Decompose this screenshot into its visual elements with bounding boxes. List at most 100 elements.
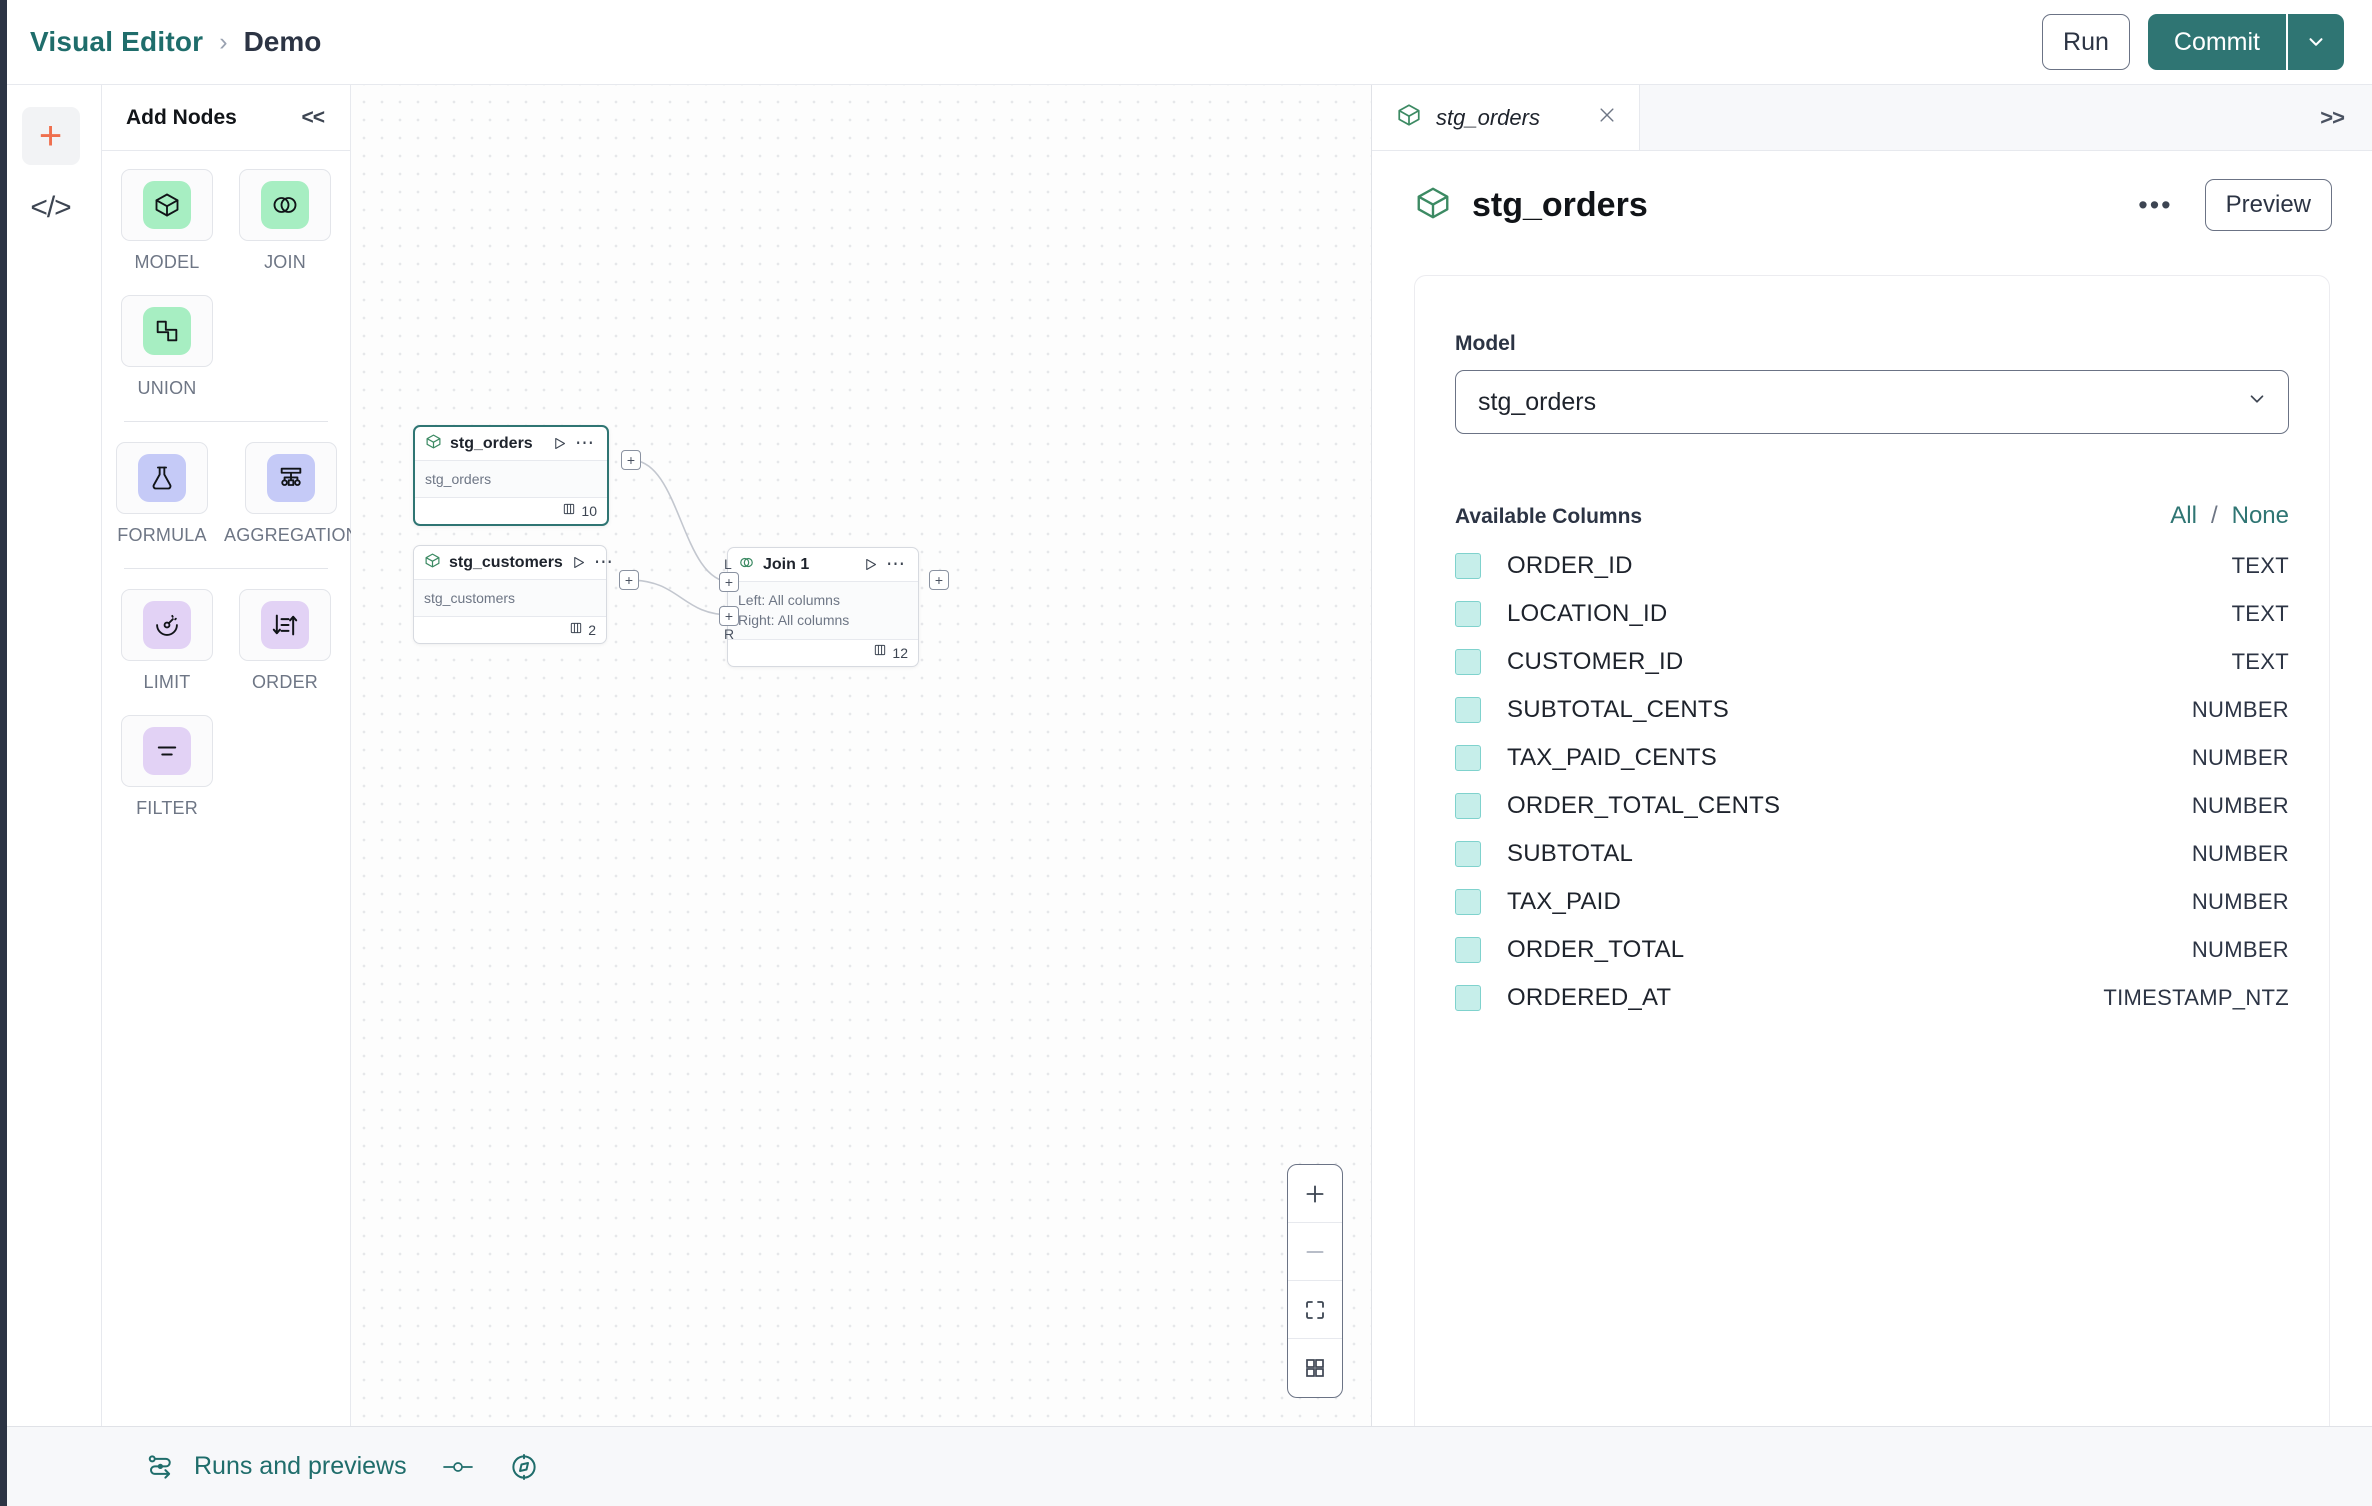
run-node-icon[interactable] [571, 555, 586, 570]
collapse-panel-icon[interactable]: << [301, 105, 325, 129]
cube-icon [424, 552, 441, 574]
palette-node-filter-tile[interactable] [121, 715, 213, 787]
output-port-stg-orders[interactable]: + [621, 450, 641, 470]
close-icon[interactable] [1597, 105, 1617, 131]
code-view-rail-button[interactable]: </> [22, 179, 80, 237]
runs-icon [146, 1452, 176, 1482]
column-checkbox[interactable] [1455, 937, 1481, 963]
join-input-port-right[interactable]: + [719, 606, 739, 626]
palette-node-order-tile[interactable] [239, 589, 331, 661]
palette-node-model-tile[interactable] [121, 169, 213, 241]
preview-button[interactable]: Preview [2204, 179, 2332, 231]
inspector-tab-spacer [1640, 85, 2320, 150]
run-node-icon[interactable] [863, 557, 878, 572]
canvas-node-column-count: 10 [581, 503, 597, 520]
palette-node-model[interactable]: MODEL [116, 169, 218, 291]
palette-node-limit[interactable]: LIMIT [116, 589, 218, 711]
column-checkbox[interactable] [1455, 889, 1481, 915]
column-type: NUMBER [2191, 841, 2289, 866]
canvas-node-stg-orders[interactable]: stg_orders ⋯ stg_orders 10 [413, 425, 609, 527]
palette-node-aggregation-label: AGGREGATION [224, 525, 359, 545]
column-name: TAX_PAID [1507, 888, 1622, 915]
node-menu-icon[interactable]: ⋯ [886, 553, 906, 575]
palette-node-union-tile[interactable] [121, 295, 213, 367]
compass-button[interactable] [509, 1452, 539, 1482]
palette-node-aggregation[interactable]: AGGREGATION [224, 442, 359, 564]
output-port-stg-customers[interactable]: + [619, 570, 639, 590]
edges-layer [628, 459, 732, 616]
column-checkbox[interactable] [1455, 841, 1481, 867]
canvas-node-stg-customers[interactable]: stg_customers ⋯ stg_customers 2 [413, 545, 613, 645]
union-icon [143, 307, 191, 355]
join-output-port[interactable]: + [929, 570, 949, 590]
palette-node-join-tile[interactable] [239, 169, 331, 241]
main-body: + </> Add Nodes << [0, 85, 2372, 1426]
limit-icon [143, 601, 191, 649]
venn-icon [261, 181, 309, 229]
plus-icon: + [38, 114, 63, 158]
select-none-columns-link[interactable]: None [2231, 502, 2289, 529]
join-input-port-left[interactable]: + [719, 572, 739, 592]
column-checkbox[interactable] [1455, 649, 1481, 675]
column-type: NUMBER [2191, 697, 2289, 722]
breadcrumb-root[interactable]: Visual Editor [30, 26, 204, 57]
model-select[interactable]: stg_orders [1455, 370, 2289, 434]
column-name: ORDER_ID [1507, 552, 1633, 579]
fit-view-icon[interactable] [1288, 1281, 1342, 1339]
column-checkbox[interactable] [1455, 553, 1481, 579]
columns-icon [569, 621, 583, 640]
canvas-node-join-1[interactable]: Join 1 ⋯ Left: All columns Right: All co… [727, 547, 919, 667]
palette-node-union[interactable]: UNION [116, 295, 218, 417]
palette-node-limit-label: LIMIT [143, 672, 191, 692]
palette-node-filter[interactable]: FILTER [116, 715, 218, 837]
run-button[interactable]: Run [2042, 14, 2130, 70]
palette-node-formula[interactable]: FORMULA [116, 442, 208, 564]
flow-canvas[interactable]: stg_orders ⋯ stg_orders 10 + [351, 85, 1372, 1426]
column-type: NUMBER [2191, 937, 2289, 962]
column-type: TEXT [2231, 553, 2289, 578]
palette-node-aggregation-tile[interactable] [245, 442, 338, 514]
column-checkbox[interactable] [1455, 793, 1481, 819]
add-node-rail-button[interactable]: + [21, 107, 80, 165]
inspector-menu-icon[interactable]: ••• [2138, 189, 2173, 220]
inspector-tab-bar: stg_orders >> [1372, 85, 2372, 151]
select-all-columns-link[interactable]: All [2170, 502, 2197, 529]
column-checkbox[interactable] [1455, 601, 1481, 627]
run-node-icon[interactable] [552, 436, 567, 451]
commit-button[interactable]: Commit [2147, 14, 2286, 70]
column-row[interactable]: ORDER_ID TEXT [1455, 542, 2289, 590]
columns-icon [873, 643, 887, 662]
node-menu-icon[interactable]: ⋯ [575, 432, 595, 454]
zoom-out-icon[interactable] [1288, 1223, 1342, 1281]
breadcrumb-separator-icon: › [219, 27, 228, 56]
palette-node-order[interactable]: ORDER [234, 589, 336, 711]
canvas-node-body: stg_customers [414, 580, 606, 618]
column-checkbox[interactable] [1455, 985, 1481, 1011]
runs-and-previews-button[interactable]: Runs and previews [146, 1452, 407, 1482]
palette-node-formula-tile[interactable] [116, 442, 208, 514]
commit-dropdown-caret-icon[interactable] [2286, 14, 2344, 70]
grid-icon[interactable] [1288, 1339, 1342, 1397]
column-checkbox[interactable] [1455, 697, 1481, 723]
top-actions: Run Commit [2042, 14, 2344, 70]
columns-icon [562, 502, 576, 521]
node-menu-icon[interactable]: ⋯ [593, 551, 614, 573]
zoom-in-icon[interactable] [1288, 1165, 1342, 1223]
palette-node-join[interactable]: JOIN [234, 169, 336, 291]
palette-node-limit-tile[interactable] [121, 589, 213, 661]
column-checkbox[interactable] [1455, 745, 1481, 771]
toggle-control[interactable] [441, 1457, 475, 1477]
expand-panel-icon[interactable]: >> [2320, 104, 2345, 130]
inspector-tab-stg-orders[interactable]: stg_orders [1372, 85, 1640, 150]
palette-divider-1 [124, 421, 328, 422]
